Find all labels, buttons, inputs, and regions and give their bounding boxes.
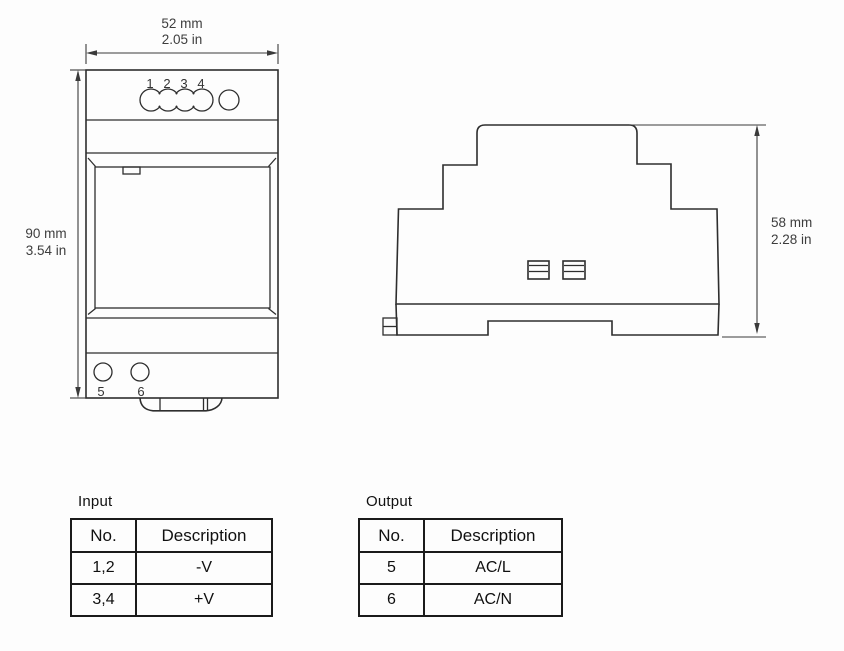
output-row1-no: 5 [358,551,425,585]
terminal-number-3: 3 [180,76,187,91]
label-notch [122,166,141,175]
height-dim-in: 3.54 in [26,243,67,258]
arrow-up [754,125,760,136]
label-area-corner-marks [87,157,277,316]
output-row2-no: 6 [358,583,425,617]
terminal-number-1: 1 [146,76,153,91]
terminal-numbers-top: 1 2 3 4 [146,76,204,91]
round-opening [218,89,240,111]
input-row2-description: +V [135,583,273,617]
input-table: No. Description 1,2 -V 3,4 +V [70,518,273,617]
output-header-description: Description [423,518,563,553]
depth-dimension: 58 mm 2.28 in [629,124,812,338]
terminal-hole-6 [130,362,150,382]
arrow-right [267,50,278,56]
output-header-no: No. [358,518,425,553]
table-row: 3,4 +V [70,583,273,617]
width-dim-in: 2.05 in [162,32,203,47]
connector-block-1 [527,260,550,280]
din-rail-clip [139,397,223,412]
depth-dim-in: 2.28 in [771,232,812,247]
arrow-left [86,50,97,56]
input-table-title: Input [78,493,113,510]
side-view-profile [395,124,720,305]
front-view: 1 2 3 4 5 6 [85,69,279,412]
input-table-header-row: No. Description [70,518,273,553]
terminal-number-4: 4 [197,76,204,91]
arrow-up [75,70,81,81]
output-table-header-row: No. Description [358,518,563,553]
terminal-number-5: 5 [97,384,104,399]
table-row: 6 AC/N [358,583,563,617]
terminal-slot-1-4 [139,88,214,112]
terminal-hole-5 [93,362,113,382]
front-view-section-lines [86,119,278,354]
terminal-number-6: 6 [137,384,144,399]
input-header-description: Description [135,518,273,553]
input-header-no: No. [70,518,137,553]
output-row1-description: AC/L [423,551,563,585]
front-view-body [85,69,279,399]
table-row: 1,2 -V [70,551,273,585]
height-dimension: 90 mm 3.54 in [25,69,86,399]
height-dim-mm: 90 mm [25,226,66,241]
output-row2-description: AC/N [423,583,563,617]
input-row2-no: 3,4 [70,583,137,617]
width-dim-mm: 52 mm [161,16,202,31]
terminal-number-2: 2 [163,76,170,91]
arrow-down [75,387,81,398]
connector-block-2 [562,260,586,280]
side-view-clip-tab [382,317,398,336]
side-view-base [395,303,720,336]
output-table: No. Description 5 AC/L 6 AC/N [358,518,563,617]
arrow-down [754,323,760,334]
side-view [382,124,720,336]
input-row1-description: -V [135,551,273,585]
output-table-title: Output [366,493,413,510]
table-row: 5 AC/L [358,551,563,585]
width-dimension: 52 mm 2.05 in [85,16,279,64]
dimension-drawing: 1 2 3 4 5 6 [25,16,812,412]
input-row1-no: 1,2 [70,551,137,585]
label-area [94,166,271,309]
depth-dim-mm: 58 mm [771,215,812,230]
